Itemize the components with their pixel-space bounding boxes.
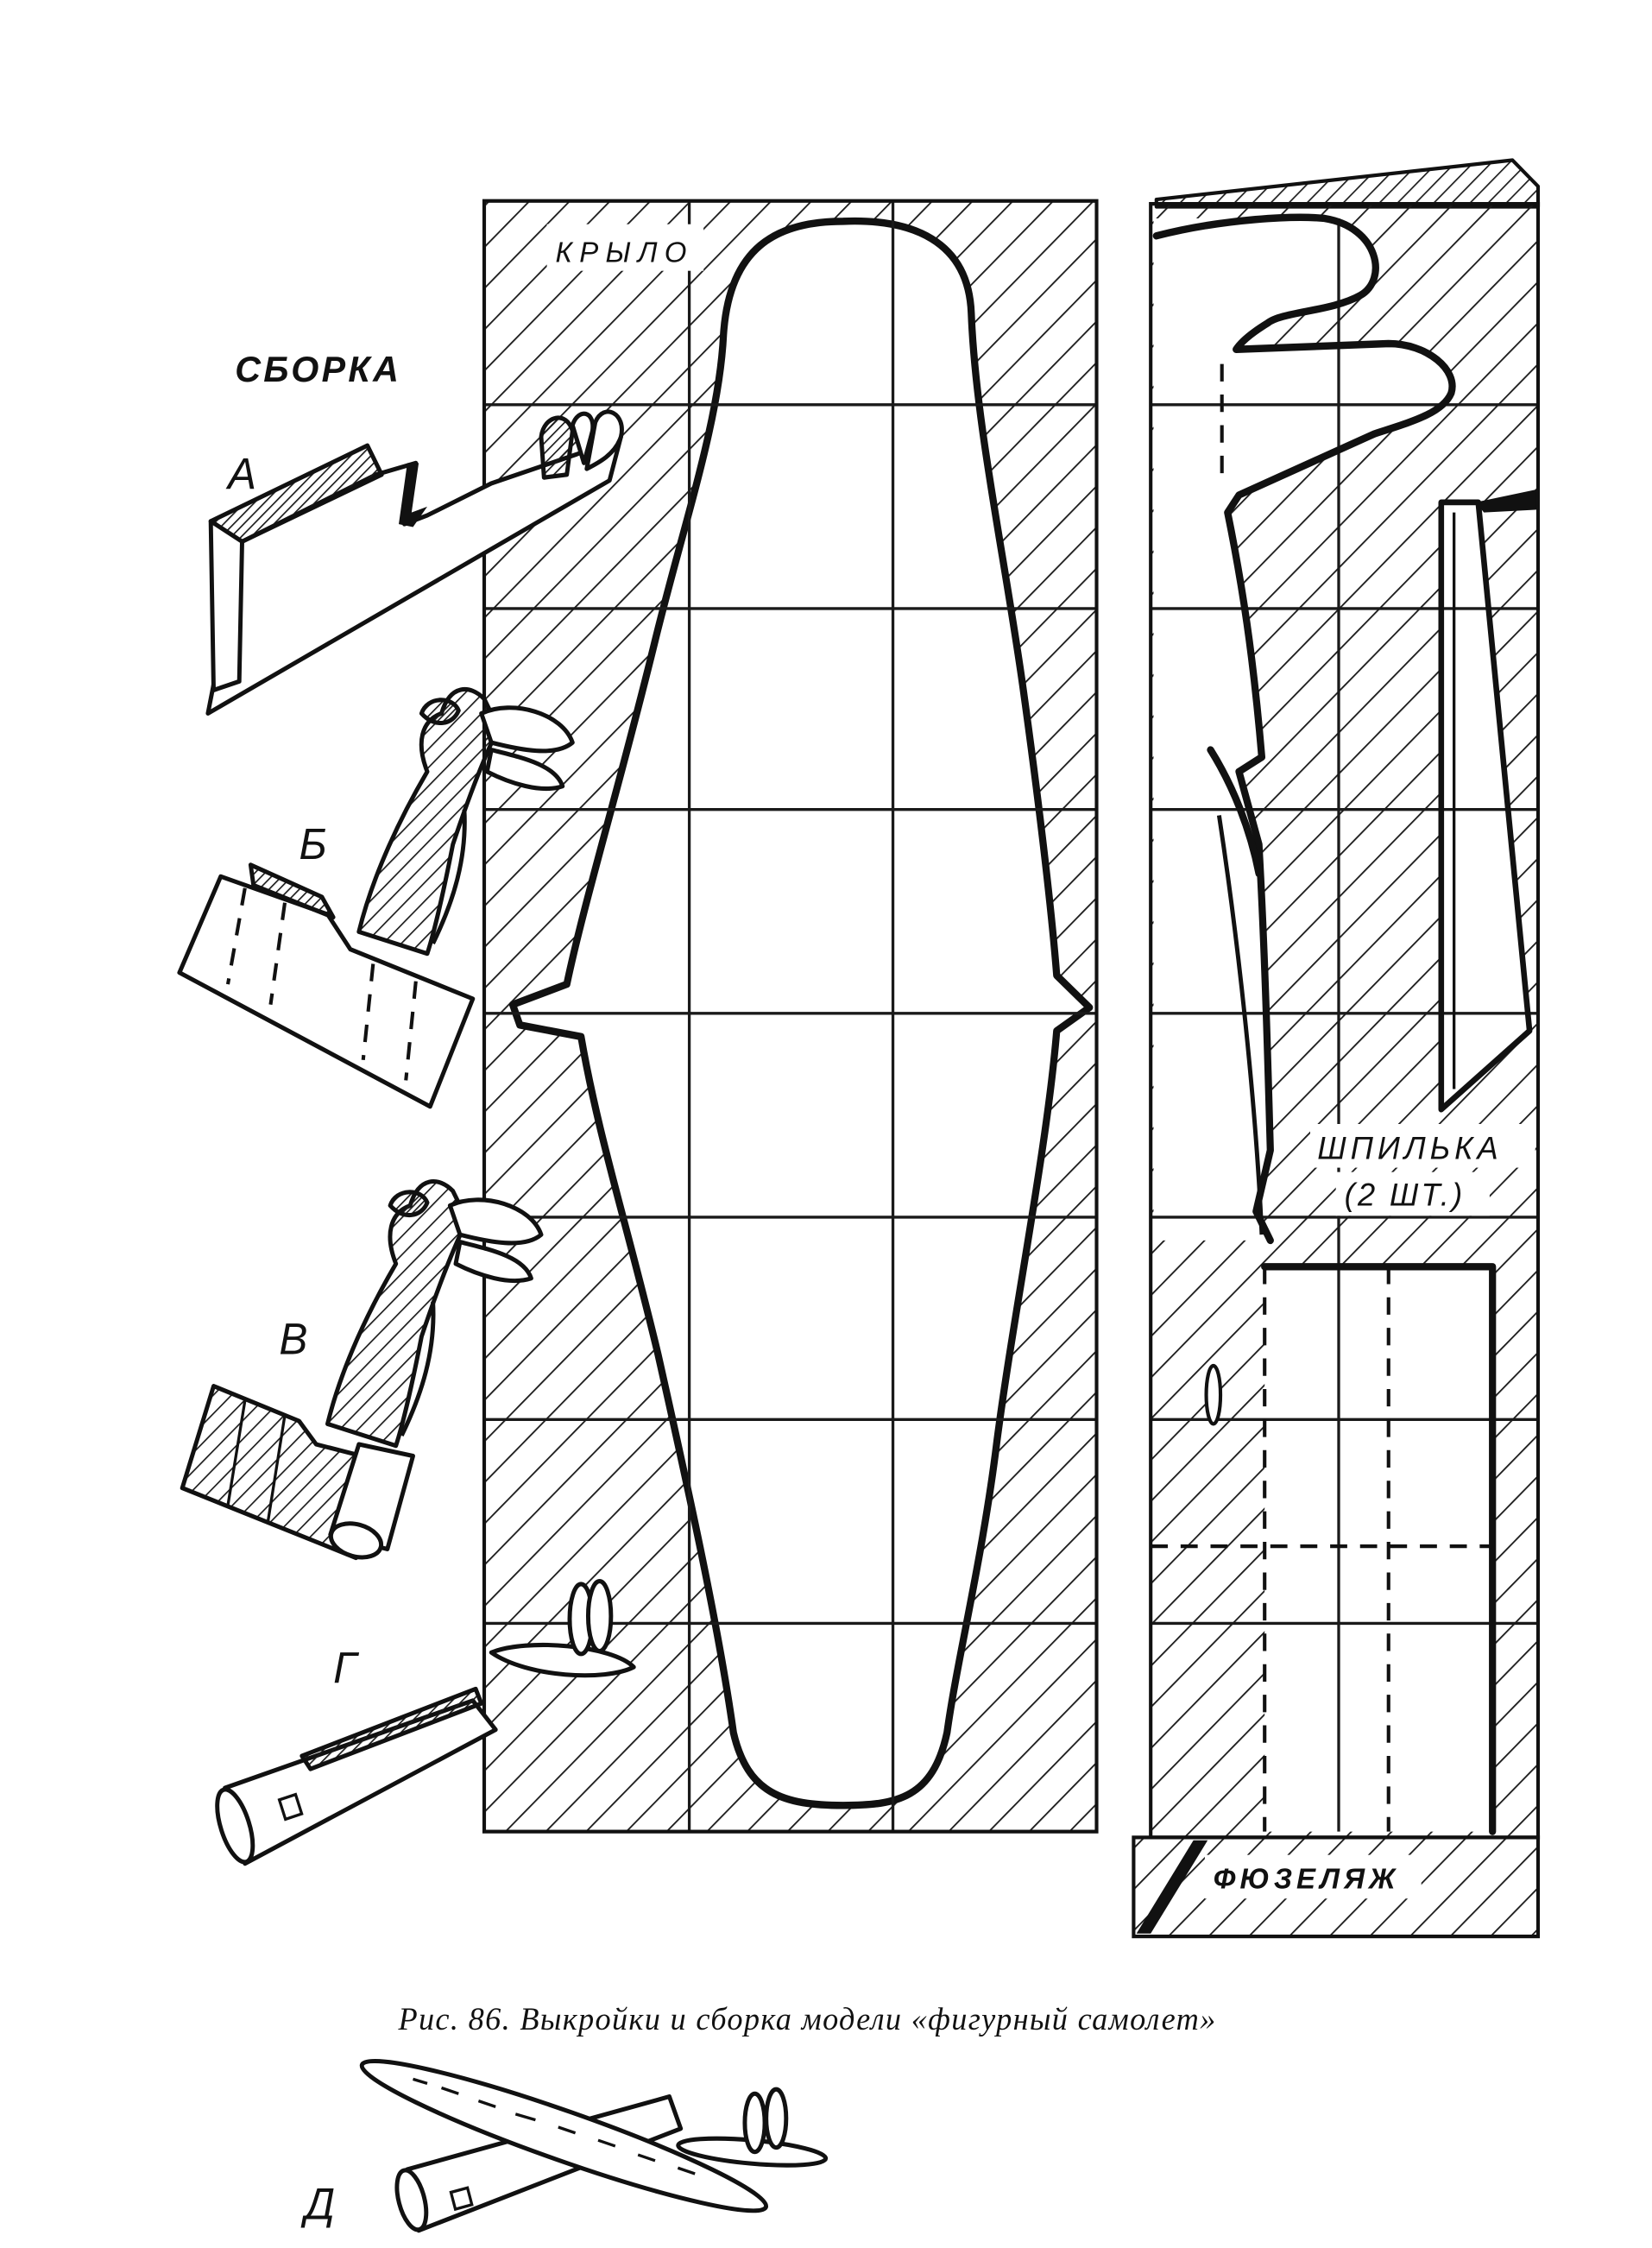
thumb xyxy=(400,1301,436,1437)
top-fold-strip xyxy=(1154,158,1541,209)
paper-edge xyxy=(1216,815,1264,1235)
paper-curl xyxy=(1207,746,1263,878)
assembly: СБОРКА А Б xyxy=(177,348,829,2233)
tube xyxy=(223,1698,498,1866)
wing-template: КРЫЛО xyxy=(482,199,1099,1834)
wing-shading xyxy=(413,2077,696,2175)
wing-label-background xyxy=(546,224,704,271)
fuselage-body xyxy=(1264,1266,1493,1832)
finger xyxy=(484,748,565,792)
finger xyxy=(447,1197,544,1246)
tube-mark xyxy=(277,1792,304,1822)
step-label: Д xyxy=(300,2180,335,2229)
slot xyxy=(1204,1363,1223,1426)
tail-fin xyxy=(742,2091,767,2155)
fold-line xyxy=(225,887,247,985)
fold-line xyxy=(361,963,375,1061)
tube-mark xyxy=(449,2186,474,2212)
fuselage-label-background xyxy=(1204,1854,1422,1899)
wing-grid xyxy=(484,200,1097,1832)
tube-end xyxy=(328,1521,384,1560)
pin-piece xyxy=(1441,502,1530,1110)
bottom-fold-edge xyxy=(1136,1840,1208,1934)
tube-end xyxy=(215,1787,255,1865)
pin-quantity-background xyxy=(1335,1171,1490,1216)
pin-fold xyxy=(1475,489,1538,513)
plane-wing xyxy=(359,2058,769,2213)
cut-edge xyxy=(1152,213,1456,1245)
assembly-step-a: А xyxy=(205,409,624,716)
fold-line xyxy=(404,981,418,1081)
fuselage-body-edge xyxy=(1261,1263,1497,1835)
step-label: Б xyxy=(299,820,326,869)
hand xyxy=(539,409,624,480)
assembly-title: СБОРКА xyxy=(235,348,401,389)
finger xyxy=(479,705,575,754)
step-label: В xyxy=(279,1315,307,1364)
fuselage-template: ШПИЛЬКА (2 ШТ.) ФЮЗЕЛЯЖ xyxy=(1132,158,1541,1939)
arm xyxy=(325,1178,470,1449)
finger xyxy=(388,1190,430,1217)
assembly-step-b: Б xyxy=(177,686,575,1109)
pin-quantity: (2 ШТ.) xyxy=(1345,1177,1466,1212)
fold-line xyxy=(268,902,287,1006)
fold-line xyxy=(226,1400,247,1506)
wing-label: КРЫЛО xyxy=(556,237,694,268)
hand xyxy=(325,1178,544,1449)
finger xyxy=(419,698,461,725)
fuselage-label: ФЮЗЕЛЯЖ xyxy=(1214,1863,1400,1895)
arm xyxy=(356,686,501,957)
finger xyxy=(453,1240,533,1284)
wing-panel-border xyxy=(482,199,1099,1834)
step-label: А xyxy=(225,450,256,499)
hand xyxy=(356,686,575,957)
finger xyxy=(584,409,624,471)
pin-label: ШПИЛЬКА xyxy=(1317,1130,1502,1165)
figure-caption: Рис. 86. Выкройки и сборка модели «фигур… xyxy=(398,2001,1217,2036)
pin-outline xyxy=(1438,499,1533,1113)
cut-region xyxy=(1153,218,1453,1241)
finger xyxy=(539,415,575,480)
assembly-step-g: Г xyxy=(215,1579,636,1866)
tail-fin xyxy=(585,1579,614,1654)
assembly-step-v: В xyxy=(180,1178,544,1561)
strip-side xyxy=(208,519,244,692)
assembly-step-d: Д xyxy=(300,2058,829,2233)
step-label: Г xyxy=(333,1644,360,1693)
fold-line xyxy=(266,1415,287,1524)
pin-label-background xyxy=(1310,1124,1535,1168)
thumb xyxy=(431,809,467,945)
tube-seam xyxy=(300,1686,484,1771)
box-flap xyxy=(248,862,336,920)
tail-fin xyxy=(764,2087,789,2150)
strip-zigzag xyxy=(399,463,427,527)
tube-end xyxy=(394,2168,429,2232)
